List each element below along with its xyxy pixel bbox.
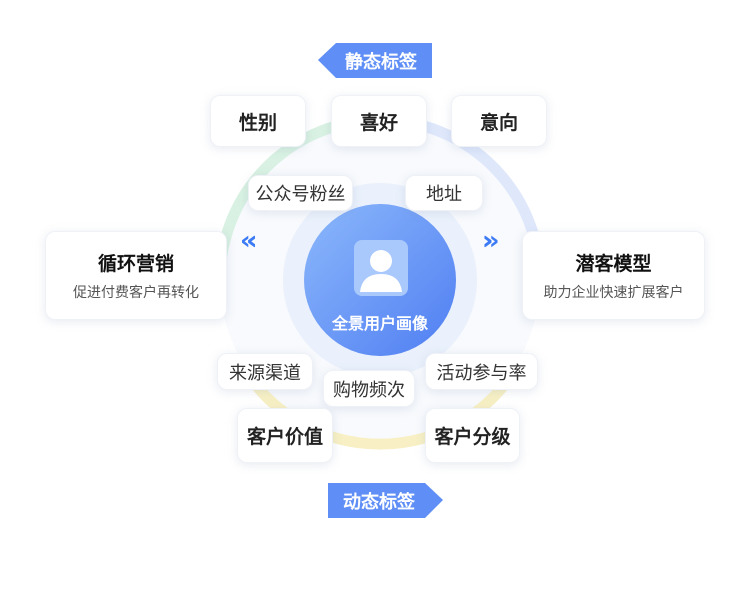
tag-activity-rate: 活动参与率 — [425, 353, 538, 390]
tag-gender: 性别 — [210, 95, 306, 147]
tag-preference: 喜好 — [331, 95, 427, 147]
card-prospect-model: 潜客模型 助力企业快速扩展客户 — [522, 231, 705, 320]
tag-intention: 意向 — [451, 95, 547, 147]
dynamic-tag: 动态标签 — [343, 491, 415, 513]
tag-source-channel: 来源渠道 — [217, 353, 313, 390]
static-tag-shape — [318, 43, 432, 78]
card-subtitle: 促进付费客户再转化 — [73, 285, 199, 301]
tag-customer-value: 客户价值 — [237, 408, 333, 463]
tag-address: 地址 — [405, 175, 483, 211]
yellow-arc — [240, 367, 520, 450]
static-tag: 静态标签 — [345, 51, 417, 73]
card-title: 循环营销 — [97, 253, 174, 275]
tag-followers: 公众号粉丝 — [248, 175, 353, 211]
tag-purchase-frequency: 购物频次 — [323, 370, 415, 407]
center-label: 全景用户画像 — [331, 314, 428, 333]
card-subtitle: 助力企业快速扩展客户 — [543, 285, 684, 301]
dynamic-tag-shape — [328, 483, 443, 518]
chevron-right-icon: ›» — [482, 226, 499, 256]
card-loop-marketing: 循环营销 促进付费客户再转化 — [45, 231, 227, 320]
chevron-left-icon: «‹ — [240, 226, 257, 256]
card-title: 潜客模型 — [575, 253, 652, 275]
tag-customer-tier: 客户分级 — [425, 408, 520, 463]
